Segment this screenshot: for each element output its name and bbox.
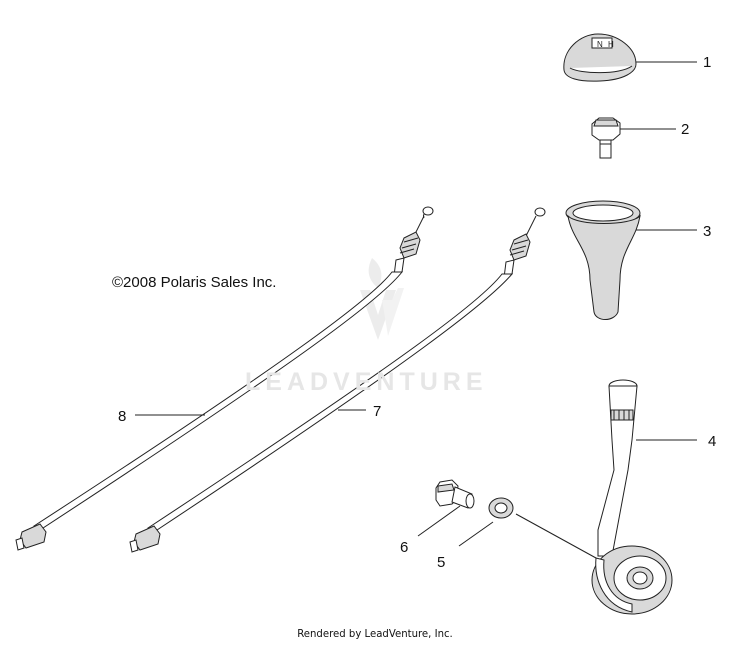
callout-1: 1 bbox=[703, 54, 711, 71]
copyright-text: ©2008 Polaris Sales Inc. bbox=[112, 274, 277, 291]
callout-5: 5 bbox=[437, 554, 445, 571]
shift-lever-part bbox=[591, 379, 673, 615]
shift-knob-part: N H bbox=[563, 33, 637, 82]
svg-text:N: N bbox=[597, 40, 603, 49]
watermark-text: LEADVENTURE bbox=[245, 368, 488, 396]
leader-line-6 bbox=[417, 505, 461, 537]
cable-part-7 bbox=[129, 207, 546, 553]
callout-2: 2 bbox=[681, 121, 689, 138]
callout-3: 3 bbox=[703, 223, 711, 240]
bolt-part bbox=[591, 117, 621, 159]
leader-line-5 bbox=[458, 521, 494, 547]
callout-7: 7 bbox=[373, 403, 381, 420]
callout-4: 4 bbox=[708, 433, 716, 450]
svg-text:H: H bbox=[608, 40, 614, 49]
shift-boot-part bbox=[565, 200, 641, 320]
cable-part-8 bbox=[15, 206, 434, 551]
washer-part bbox=[488, 497, 514, 519]
leader-line-5b bbox=[515, 513, 597, 559]
callout-6: 6 bbox=[400, 539, 408, 556]
callout-8: 8 bbox=[118, 408, 126, 425]
rendered-by-text: Rendered by LeadVenture, Inc. bbox=[297, 627, 453, 640]
shoulder-bolt-part bbox=[435, 479, 475, 509]
